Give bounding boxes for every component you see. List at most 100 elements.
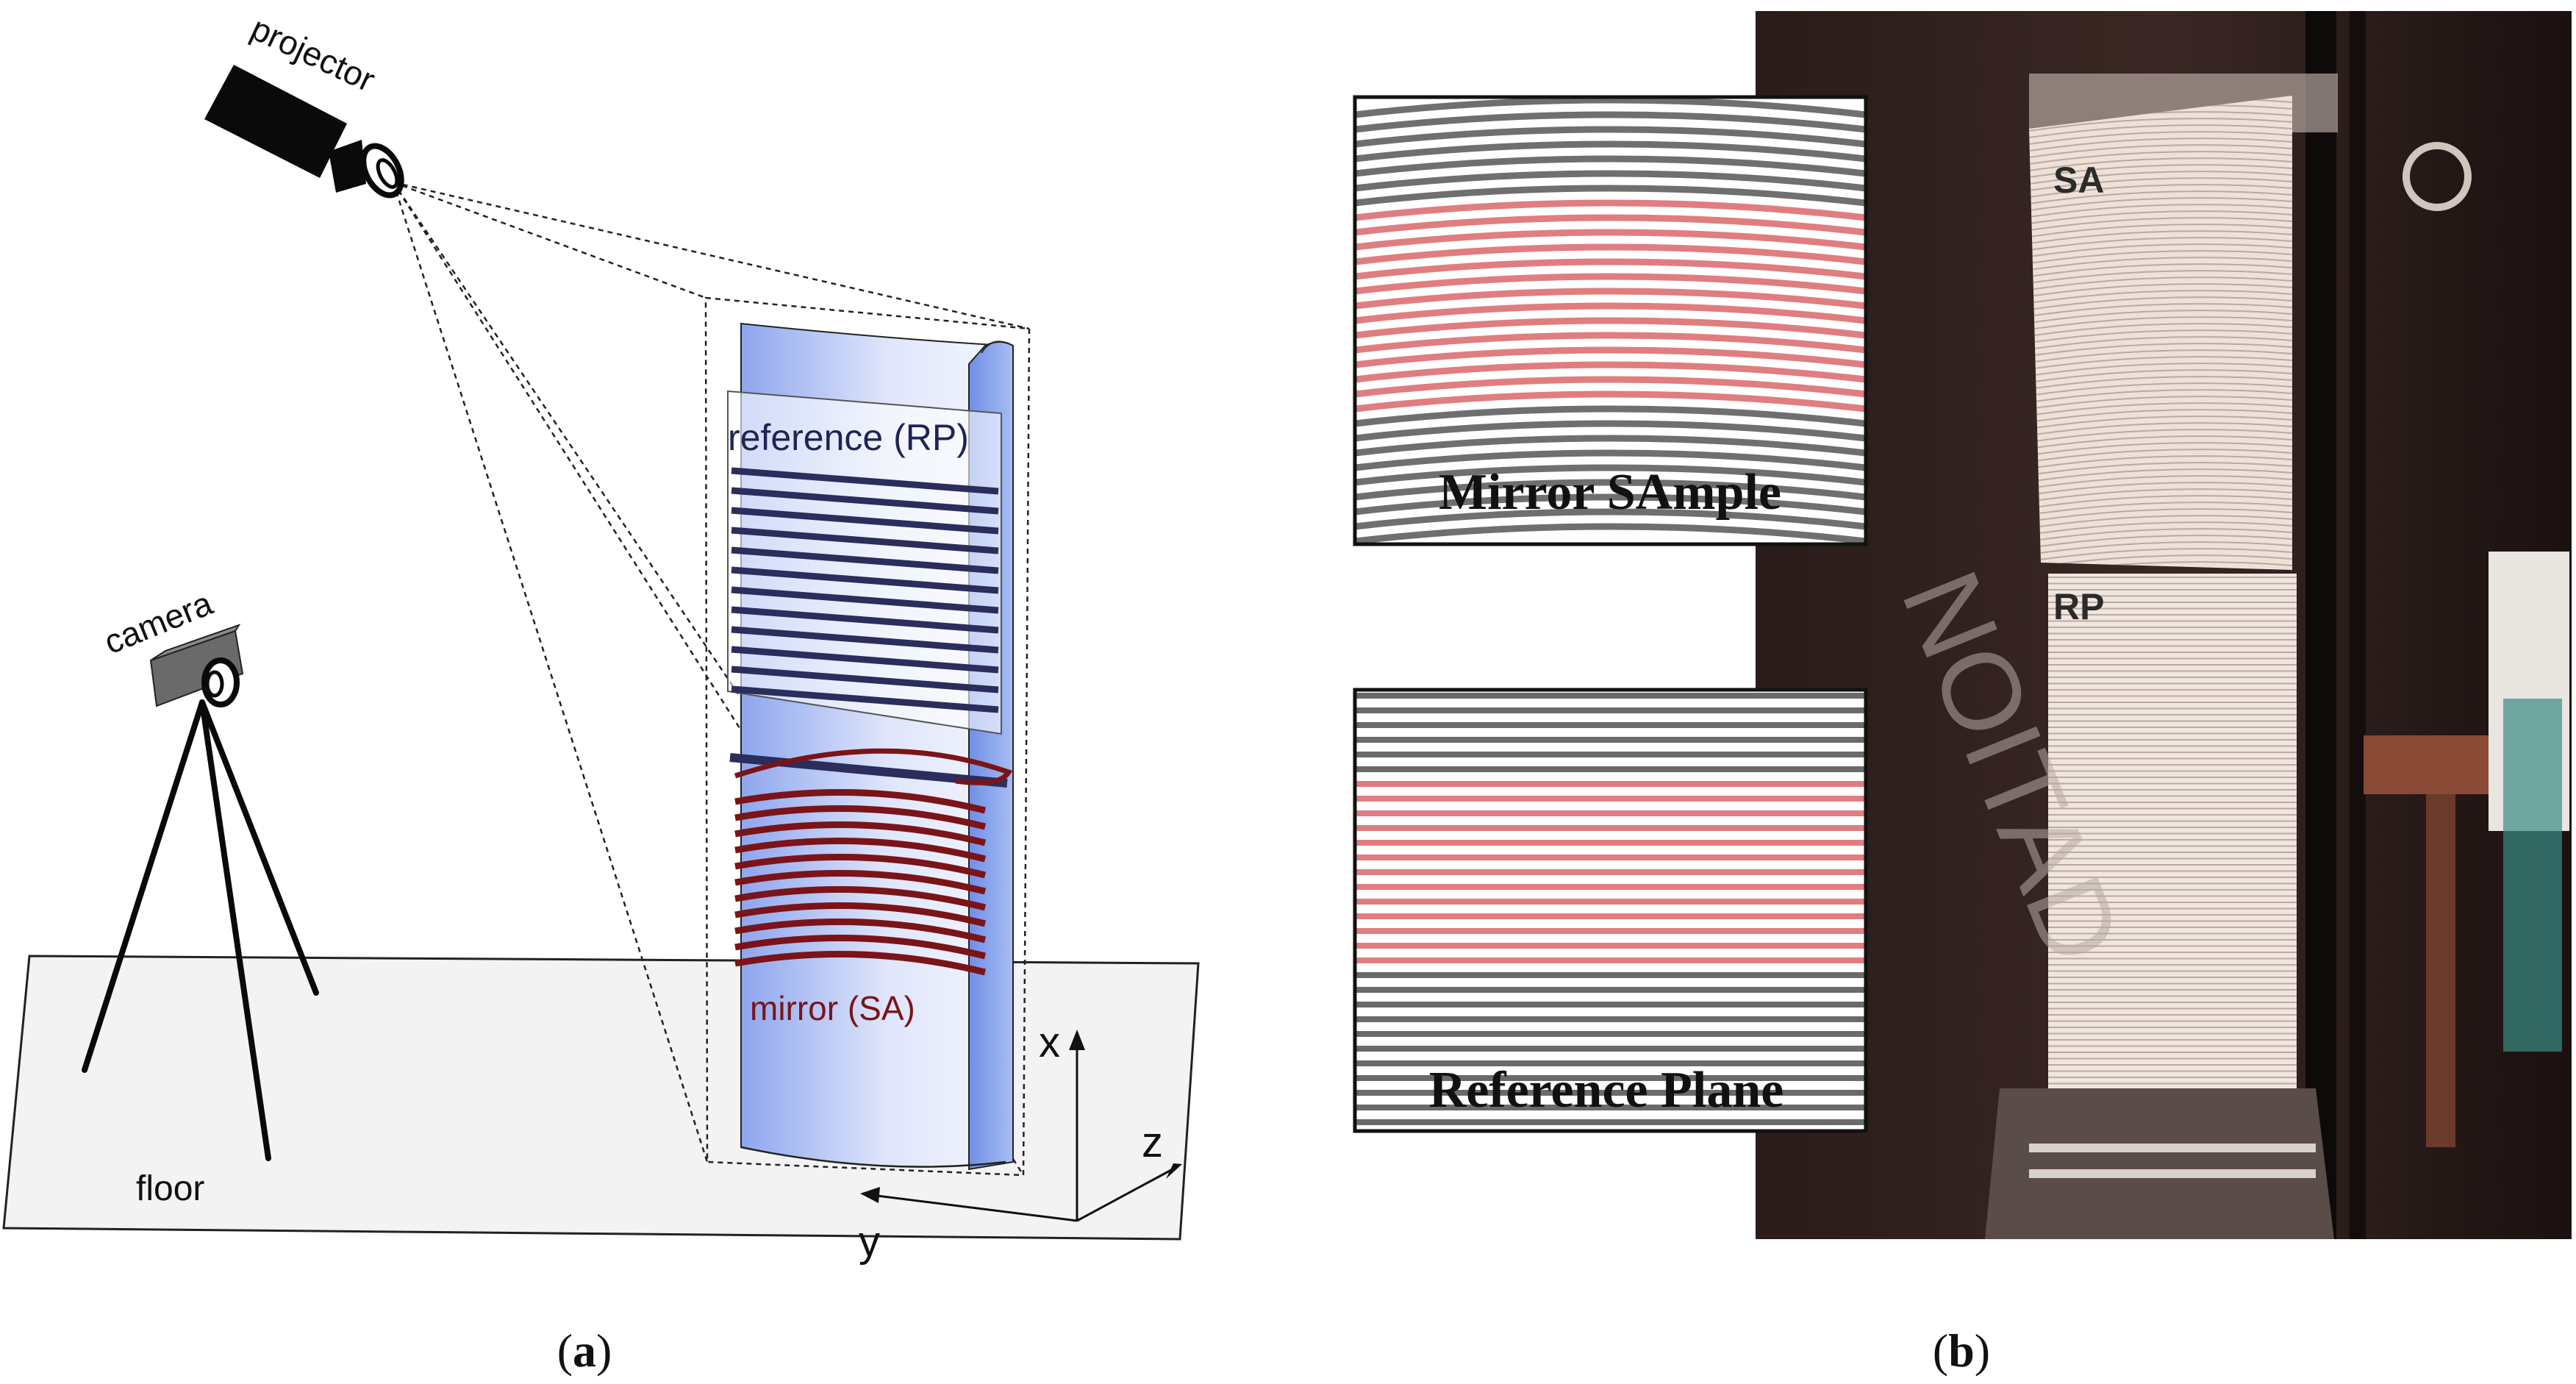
photo-sa-stripe: [2029, 356, 2292, 370]
photo-sa-stripe: [2029, 131, 2292, 145]
photo-sa-stripe: [2029, 435, 2292, 449]
photo-sa-stripe: [2029, 409, 2292, 423]
inset-mirror-stripe: [1355, 273, 1866, 295]
photo-sa-stripe: [2029, 554, 2292, 568]
mirror-label: mirror (SA): [750, 989, 915, 1027]
reference-stripe: [731, 646, 999, 674]
photo-sa-stripe: [2029, 237, 2292, 251]
inset-mirror-stripe: [1355, 376, 1866, 398]
photo-sa-stripe: [2029, 323, 2292, 337]
photo-sa-stripe: [2029, 415, 2292, 429]
photo-sa-stripe: [2029, 389, 2292, 403]
photo-sa-stripe: [2029, 528, 2292, 542]
inset-mirror-sample: Mirror SAmple: [1353, 95, 1868, 546]
photo-sa-stripe: [2029, 402, 2292, 416]
inset-mirror-stripe: [1355, 170, 1866, 192]
inset-mirror-stripe: [1355, 97, 1866, 118]
inset-mirror-stripe: [1355, 288, 1866, 310]
photo-sa-stripe: [2029, 455, 2292, 469]
inset-mirror-stripe: [1355, 493, 1866, 516]
photo-sa-stripe: [2029, 502, 2292, 516]
photo-sa-stripe: [2029, 482, 2292, 496]
photo-sa-stripe: [2029, 144, 2292, 158]
inset-mirror-stripe: [1355, 332, 1866, 354]
photo-sa-stripe: [2029, 422, 2292, 436]
photo-sa-stripe: [2029, 369, 2292, 383]
setup-photograph: NOITAD SA RP: [1756, 11, 2572, 1239]
photo-sa-stripe: [2029, 204, 2292, 218]
reference-stripes: [731, 467, 999, 713]
inset-mirror-stripe: [1355, 185, 1866, 207]
mirror-stripe: [734, 821, 987, 846]
reference-label: reference (RP): [728, 417, 969, 458]
axes: [860, 1030, 1182, 1222]
mirror-stripe: [734, 902, 987, 927]
reference-stripe: [731, 527, 999, 554]
photo-sa-stripe: [2029, 303, 2292, 317]
photo-sa-stripe: [2029, 171, 2292, 185]
mirror-stripe: [734, 748, 1013, 785]
inset-reference-label: Reference Plane: [1429, 1062, 1784, 1119]
photo-sa-stripe: [2029, 548, 2292, 562]
photo-sa-stripe: [2029, 243, 2292, 257]
inset-mirror-stripe: [1355, 317, 1866, 339]
photo-sa-stripe: [2029, 257, 2292, 271]
photo-sa-stripe: [2029, 124, 2292, 138]
reference-stripe: [731, 566, 999, 594]
photo-sa-stripe: [2029, 508, 2292, 522]
photo-sa-stripe: [2029, 329, 2292, 343]
photo-sa-stripe: [2029, 217, 2292, 231]
photo-sa-stripe: [2029, 296, 2292, 310]
photo-sa-stripe: [2029, 177, 2292, 191]
photo-sa-stripe: [2029, 521, 2292, 535]
inset-mirror-stripe: [1355, 214, 1866, 236]
inset-mirror-stripe: [1355, 111, 1866, 133]
photo-sa-stripe: [2029, 495, 2292, 509]
inset-mirror-stripe: [1355, 243, 1866, 265]
mirror-stripe: [734, 838, 987, 863]
caption-a: (a): [557, 1324, 612, 1377]
inset-mirror-stripe: [1355, 523, 1866, 544]
photo-sa-stripe: [2029, 475, 2292, 489]
photo-sa-stripe: [2029, 535, 2292, 549]
photo-sa-stripe: [2029, 349, 2292, 363]
photo-sa-stripe: [2029, 157, 2292, 171]
photo-sa-stripe: [2029, 118, 2292, 132]
inset-mirror-stripe: [1355, 464, 1866, 486]
photo-sa-stripe: [2029, 442, 2292, 456]
photo-sa-stripe: [2029, 449, 2292, 463]
photo-label-sa: SA: [2053, 160, 2104, 201]
photo-sa-stripe: [2029, 462, 2292, 476]
inset-mirror-stripe: [1355, 155, 1866, 177]
photo-label-rp: RP: [2053, 586, 2104, 627]
photo-sa-stripe: [2029, 197, 2292, 211]
panel-b: NOITAD SA RP Mirror SAmple Reference Pla…: [1353, 11, 2572, 1377]
inset-mirror-stripe: [1355, 229, 1866, 251]
photo-sa-stripe: [2029, 210, 2292, 224]
photo-sa-stripe: [2029, 184, 2292, 198]
panel-a: floor reference (RP) mirror (SA): [2, 9, 1200, 1377]
reference-stripe: [731, 606, 999, 634]
reference-stripe: [731, 487, 999, 515]
photo-sa-stripe: [2029, 138, 2292, 151]
projector-device: projector: [204, 9, 404, 199]
tripod: [82, 699, 319, 1161]
photo-sa-stripe: [2029, 151, 2292, 165]
mirror-stripe: [734, 789, 987, 814]
inset-mirror-stripe: [1355, 199, 1866, 221]
photo-sa-stripe: [2029, 515, 2292, 529]
inset-mirror-stripe: [1355, 449, 1866, 471]
mirror-stripe: [734, 886, 987, 911]
inset-mirror-stripe: [1355, 405, 1866, 427]
photo-sa-stripe: [2029, 164, 2292, 178]
reference-stripe: [731, 586, 999, 614]
photo-sa-stripe: [2029, 336, 2292, 350]
photo-sa-stripe: [2029, 541, 2292, 555]
inset-mirror-stripe: [1355, 126, 1866, 148]
photo-sa-stripe: [2029, 488, 2292, 502]
reference-stripe: [731, 685, 999, 713]
photo-sa-stripe: [2029, 429, 2292, 443]
inset-mirror-stripe: [1355, 508, 1866, 530]
mirror-stripe: [734, 805, 987, 830]
inset-mirror-stripe: [1355, 390, 1866, 413]
